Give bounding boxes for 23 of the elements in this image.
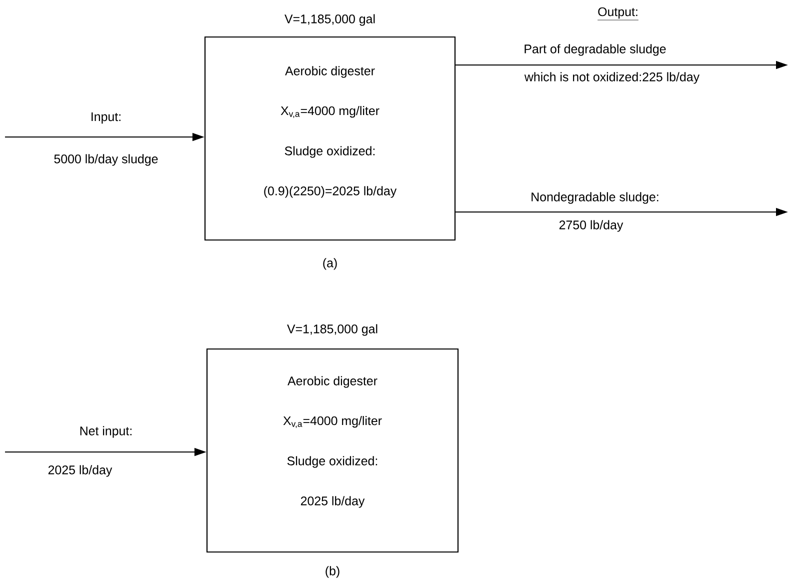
node-label: X$_{v,a}$=4000 mg/liter xyxy=(280,106,380,118)
panel-caption: (b) xyxy=(326,566,340,578)
node-label: (0.9)(2250)=2025 lb/day xyxy=(264,186,397,198)
edge-label: Nondegradable sludge: xyxy=(530,191,660,205)
node-label: Aerobic digester xyxy=(288,376,378,388)
flow-label: 2750 lb/day xyxy=(559,220,624,232)
edge-label: Part of degradable sludge xyxy=(522,43,668,57)
node-label: Sludge oxidized: xyxy=(287,456,378,468)
edge-label: Input: xyxy=(89,111,123,125)
digester-box: Aerobic digester X$_{v,a}$=4000 mg/liter Sludge oxidized: (0.9)(2250)=2025 lb/day xyxy=(204,36,456,241)
flow-label: 2025 lb/day xyxy=(48,465,112,477)
volume-label: V=1,185,000 gal xyxy=(287,324,378,336)
node-label: Aerobic digester xyxy=(285,66,375,78)
flow-label: 5000 lb/day sludge xyxy=(54,154,158,166)
digester-box: Aerobic digester X$_{v,a}$=4000 mg/liter Sludge oxidized: 2025 lb/day xyxy=(206,348,459,553)
node-label: Sludge oxidized: xyxy=(284,146,375,158)
heading-label: Output: xyxy=(597,7,639,20)
edge-label: Net input: xyxy=(78,425,134,439)
node-label: X$_{v,a}$=4000 mg/liter xyxy=(283,416,382,428)
node-label: 2025 lb/day xyxy=(300,496,365,508)
panel-caption: (a) xyxy=(323,258,337,270)
volume-label: V=1,185,000 gal xyxy=(284,14,375,26)
flow-label: which is not oxidized:225 lb/day xyxy=(524,72,700,84)
